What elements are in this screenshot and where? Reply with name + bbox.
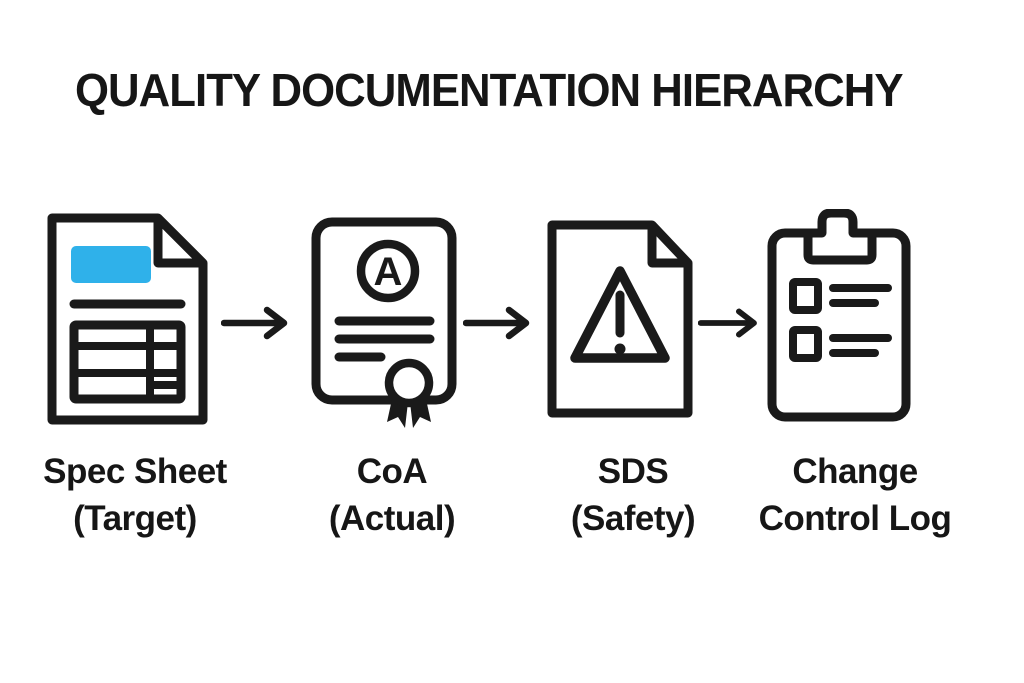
warning-triangle (570, 266, 670, 363)
clipboard-checklist-icon (767, 209, 911, 422)
checklist-item (789, 326, 892, 362)
diagram-title: QUALITY DOCUMENTATION HIERARCHY (75, 64, 904, 116)
label-line: Change (792, 452, 918, 491)
certificate-outline (311, 217, 457, 405)
table-grid (69, 320, 186, 404)
highlight-block (71, 246, 151, 283)
checkbox (789, 278, 822, 314)
label-line: Control Log (758, 499, 952, 538)
checkbox (789, 326, 822, 362)
award-ribbon (384, 358, 434, 428)
folded-corner (647, 225, 688, 268)
spec-sheet-document-icon (47, 213, 208, 425)
folded-corner (153, 218, 203, 268)
warning-document-icon (547, 220, 693, 418)
label-line: CoA (356, 452, 428, 491)
label-spec-sheet: Spec Sheet (Target) (25, 448, 245, 542)
clipboard-clip (803, 209, 877, 265)
label-line: (Target) (73, 499, 197, 538)
label-line: Spec Sheet (43, 452, 227, 491)
label-line: (Actual) (328, 499, 456, 538)
grade-letter: A (374, 250, 403, 294)
label-sds: SDS (Safety) (523, 448, 743, 542)
grade-circle (356, 239, 420, 303)
certificate-icon: A (311, 217, 457, 428)
label-change-control-log: Change Control Log (735, 448, 975, 542)
label-line: (Safety) (570, 499, 696, 538)
label-coa: CoA (Actual) (282, 448, 502, 542)
flow-arrow-icon (463, 306, 530, 340)
exclamation-dot (614, 343, 626, 355)
checklist-item (789, 278, 892, 314)
flow-arrow-icon (221, 306, 288, 340)
label-line: SDS (597, 452, 669, 491)
table-border (69, 320, 186, 404)
flow-arrow-icon (698, 308, 757, 338)
